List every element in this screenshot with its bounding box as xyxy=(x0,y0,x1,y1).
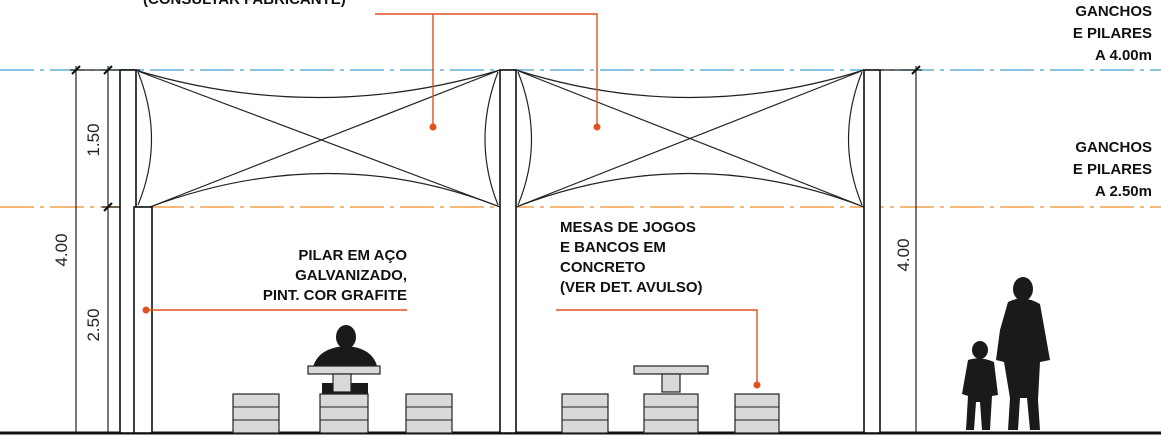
furniture-right xyxy=(561,365,780,434)
pilar-note-line1: PILAR EM AÇO xyxy=(298,247,407,264)
left-dimension-lines xyxy=(70,65,140,433)
pillar-left-short xyxy=(133,206,153,434)
level-4m-line2: E PILARES xyxy=(1073,25,1152,42)
shade-sails xyxy=(134,69,865,208)
bench-left-3 xyxy=(405,393,453,434)
level-2-5m-label: GANCHOS E PILARES A 2.50m xyxy=(1073,139,1152,200)
level-2-5m-line2: E PILARES xyxy=(1073,161,1152,178)
furniture-left xyxy=(232,325,453,434)
mesas-note: MESAS DE JOGOS E BANCOS EM CONCRETO (VER… xyxy=(556,219,761,389)
dim-left-total: 4.00 xyxy=(52,233,71,266)
adult-child-silhouette xyxy=(962,277,1050,430)
mesas-note-line2: E BANCOS EM xyxy=(560,239,666,256)
level-4m-line1: GANCHOS xyxy=(1075,3,1152,20)
level-2-5m-line3: A 2.50m xyxy=(1095,183,1152,200)
level-4m-label: GANCHOS E PILARES A 4.00m xyxy=(1073,3,1152,64)
pilar-note: PILAR EM AÇO GALVANIZADO, PINT. COR GRAF… xyxy=(142,247,407,314)
mesas-note-line1: MESAS DE JOGOS xyxy=(560,219,696,236)
bench-right-1 xyxy=(561,393,609,434)
dim-right-total: 4.00 xyxy=(894,238,913,271)
bench-right-2 xyxy=(643,393,699,434)
pillar-right xyxy=(863,69,881,434)
fabric-note-leaders xyxy=(375,13,601,131)
bench-left-1 xyxy=(232,393,280,434)
fabric-note-text: (CONSULTAR FABRICANTE) xyxy=(143,0,346,8)
level-2-5m-line1: GANCHOS xyxy=(1075,139,1152,156)
bench-left-2 xyxy=(319,393,369,434)
game-table-right xyxy=(633,365,709,393)
bench-right-3 xyxy=(734,393,780,434)
mesas-note-line4: (VER DET. AVULSO) xyxy=(560,279,703,296)
right-dimension-lines xyxy=(880,65,922,433)
dim-left-upper: 1.50 xyxy=(84,123,103,156)
pillar-center xyxy=(499,69,517,434)
pilar-note-line2: GALVANIZADO, xyxy=(295,267,407,284)
level-4m-line3: A 4.00m xyxy=(1095,47,1152,64)
pilar-note-line3: PINT. COR GRAFITE xyxy=(263,287,407,304)
dim-left-lower: 2.50 xyxy=(84,308,103,341)
mesas-note-line3: CONCRETO xyxy=(560,259,646,276)
game-table-left xyxy=(307,365,381,393)
